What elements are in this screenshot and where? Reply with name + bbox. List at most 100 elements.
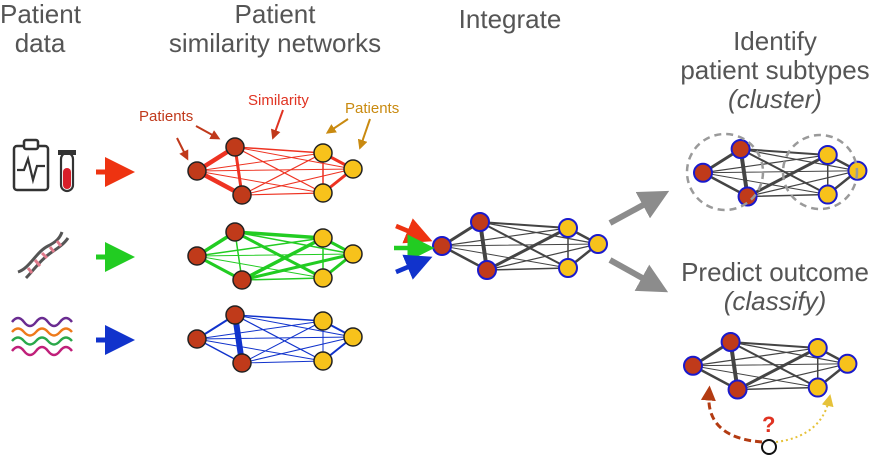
network-edge bbox=[241, 152, 324, 196]
network-edge bbox=[486, 267, 569, 271]
patient-node-red bbox=[187, 329, 207, 349]
heading-patient-data: Patient data bbox=[0, 0, 81, 58]
network-edge bbox=[746, 153, 830, 199]
patient-node-red bbox=[232, 270, 252, 290]
cluster-circle-right bbox=[781, 133, 859, 211]
network-edge bbox=[730, 341, 849, 365]
network-edge bbox=[740, 148, 859, 172]
network-edge bbox=[241, 336, 354, 364]
heading-predict-line2: (classify) bbox=[723, 286, 827, 316]
patient-node-yellow bbox=[313, 228, 333, 248]
network-edge bbox=[234, 314, 354, 338]
patient-node-yellow bbox=[558, 218, 578, 238]
blue-similarity-network bbox=[187, 305, 363, 373]
patient-node-yellow bbox=[807, 377, 828, 398]
heading-integrate: Integrate bbox=[440, 5, 580, 34]
network-edge bbox=[441, 227, 569, 247]
patient-node-yellow bbox=[817, 144, 838, 165]
patient-node-red bbox=[683, 355, 703, 376]
integrated-network bbox=[432, 212, 608, 280]
patient-node-red bbox=[737, 186, 758, 207]
patient-node-yellow bbox=[343, 159, 363, 179]
patient-node-red bbox=[232, 353, 252, 373]
heading-predict: Predict outcome (classify) bbox=[660, 258, 890, 316]
cluster-network bbox=[693, 139, 868, 207]
patient-node-yellow bbox=[313, 311, 333, 331]
network-edge bbox=[441, 243, 599, 247]
network-edge bbox=[702, 172, 829, 196]
gene-expression-waves-icon bbox=[11, 316, 73, 357]
network-edge bbox=[196, 255, 324, 279]
network-edge bbox=[240, 236, 325, 282]
heading-identify-line2: patient subtypes bbox=[680, 55, 870, 85]
network-edge bbox=[746, 193, 829, 198]
integrate-red-arrow bbox=[395, 218, 433, 244]
red-similarity-network bbox=[187, 137, 363, 205]
cluster-circle-left bbox=[685, 132, 765, 212]
heading-identify-line3: (cluster) bbox=[728, 84, 822, 114]
patients-left-label: Patients bbox=[139, 108, 193, 125]
patient-node-yellow bbox=[807, 337, 828, 358]
to-classify-arrow bbox=[608, 257, 669, 293]
patient-node-red bbox=[432, 236, 452, 256]
patient-node-red bbox=[720, 332, 741, 352]
patients-right-arrow-2 bbox=[357, 118, 371, 150]
network-edge bbox=[736, 363, 849, 391]
patient-node-red bbox=[470, 212, 490, 232]
patient-node-red bbox=[187, 161, 207, 181]
new-patient-node bbox=[761, 439, 777, 455]
network-edge bbox=[196, 152, 324, 172]
network-edge bbox=[479, 221, 569, 229]
network-edge bbox=[441, 245, 569, 269]
network-edge bbox=[479, 221, 599, 245]
patient-node-yellow bbox=[313, 143, 333, 163]
network-edge bbox=[241, 320, 324, 364]
network-edge bbox=[234, 231, 354, 255]
patients-right-arrow-1 bbox=[325, 118, 349, 134]
heading-similarity-line1: Patient bbox=[234, 0, 316, 29]
heading-predict-line1: Predict outcome bbox=[681, 257, 869, 287]
patient-node-red bbox=[727, 379, 748, 400]
heading-integrate-line: Integrate bbox=[458, 4, 562, 34]
patient-node-yellow bbox=[313, 183, 333, 203]
network-edge bbox=[196, 237, 324, 257]
patient-node-red bbox=[187, 246, 207, 266]
network-edge bbox=[692, 365, 819, 389]
similarity-arrow bbox=[270, 109, 284, 140]
patients-left-arrow-1 bbox=[195, 125, 221, 140]
question-mark: ? bbox=[762, 412, 775, 437]
patient-node-red bbox=[232, 185, 252, 205]
network-edge bbox=[702, 170, 858, 174]
dna-helix-icon bbox=[17, 231, 70, 280]
prediction-dotted-arrow bbox=[775, 394, 834, 443]
patient-node-yellow bbox=[817, 184, 838, 205]
patient-node-red bbox=[225, 222, 245, 242]
network-edge bbox=[241, 168, 354, 196]
network-edge bbox=[702, 154, 829, 174]
network-edge bbox=[736, 386, 819, 391]
patient-node-red bbox=[730, 139, 751, 159]
network-edge bbox=[241, 360, 324, 364]
patient-node-red bbox=[693, 162, 713, 183]
network-edge bbox=[692, 363, 848, 367]
network-edge bbox=[196, 170, 324, 194]
network-edge bbox=[196, 338, 324, 362]
patient-node-red bbox=[477, 260, 497, 280]
network-edge bbox=[196, 336, 354, 340]
patient-node-yellow bbox=[313, 351, 333, 371]
heading-patient-data-line2: data bbox=[14, 28, 66, 58]
patient-node-yellow bbox=[558, 258, 578, 278]
similarity-label: Similarity bbox=[248, 92, 309, 109]
patient-node-red bbox=[225, 305, 245, 325]
patients-right-label: Patients bbox=[345, 100, 399, 117]
network-edge bbox=[692, 347, 819, 367]
patient-node-yellow bbox=[343, 244, 363, 264]
network-edge bbox=[241, 277, 324, 281]
patient-node-yellow bbox=[588, 234, 608, 254]
heading-identify: Identify patient subtypes (cluster) bbox=[670, 27, 880, 114]
classify-network bbox=[683, 332, 858, 400]
integrate-blue-arrow bbox=[395, 254, 433, 280]
network-edge bbox=[729, 341, 819, 349]
network-edge bbox=[485, 226, 570, 272]
